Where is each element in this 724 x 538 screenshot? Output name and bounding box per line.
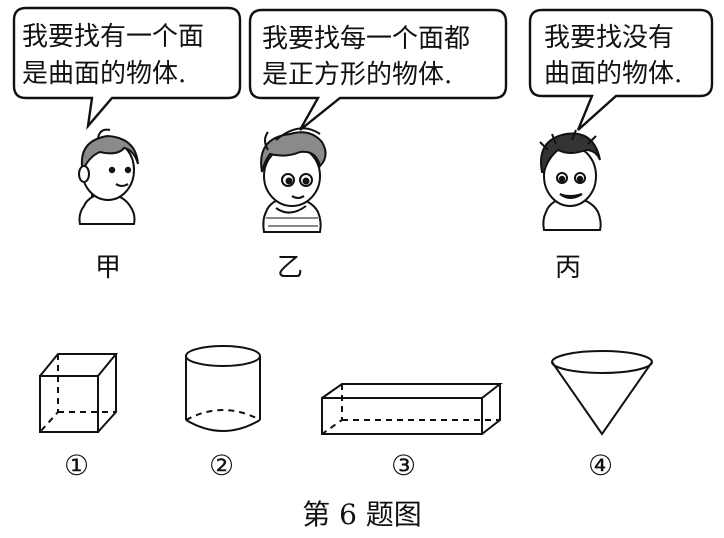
figure-caption: 第 6 题图 [302, 498, 422, 531]
speech-bubble-bing [528, 8, 714, 131]
speech-jia-line-1: 我要找有一个面 [22, 22, 204, 52]
boy-jia-illustration [78, 128, 139, 225]
cuboid-shape [321, 383, 503, 435]
speech-bing-line-1: 我要找没有 [544, 23, 674, 53]
number-cone: ④ [588, 449, 613, 482]
number-cube: ① [64, 449, 89, 482]
label-bing: 丙 [555, 253, 581, 283]
number-cuboid: ③ [391, 449, 416, 482]
cone-shape [551, 350, 653, 436]
speech-bubble-jia [12, 6, 242, 130]
cube-shape [39, 353, 119, 433]
speech-bing-line-2: 曲面的物体. [544, 59, 682, 89]
number-cylinder: ② [209, 449, 234, 482]
cylinder-shape [185, 345, 261, 432]
speech-jia-line-2: 是曲面的物体. [22, 59, 186, 89]
label-jia: 甲 [95, 253, 121, 283]
speech-yi-line-2: 是正方形的物体. [262, 60, 452, 90]
speech-bubble-yi [248, 8, 508, 131]
boy-bing-illustration [539, 129, 602, 231]
speech-yi-line-1: 我要找每一个面都 [262, 24, 470, 54]
boy-yi-illustration [260, 127, 327, 233]
label-yi: 乙 [277, 253, 303, 283]
